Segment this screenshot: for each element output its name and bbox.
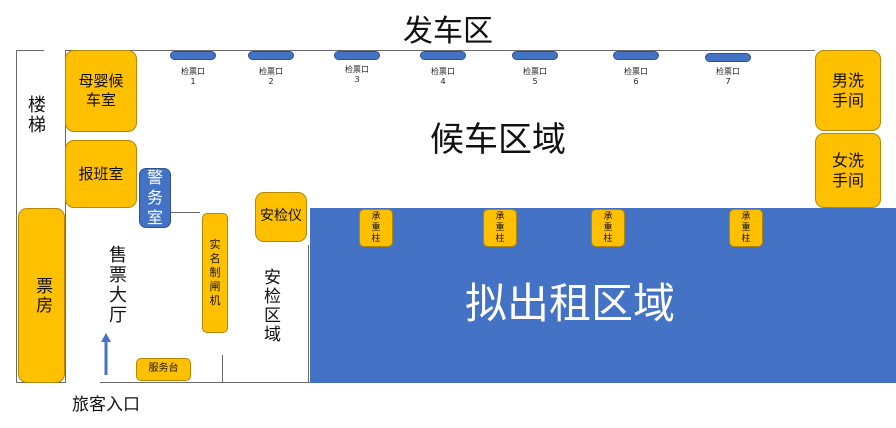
mens-restroom: 男洗手间 [815,50,881,131]
hall-divider [222,355,223,382]
pillar-3-label: 承重柱 [603,211,613,244]
ticket-gate-3 [334,51,380,60]
dispatch-room: 报班室 [65,140,137,208]
ticket-gate-5 [512,51,558,60]
pillar-3: 承重柱 [591,209,625,247]
departure-area-title: 发车区 [403,14,493,49]
womens-restroom: 女洗手间 [815,133,881,208]
security-scanner-label: 安检仪 [260,208,302,225]
ticket-gate-4 [420,51,466,60]
ticket-gate-1 [170,51,216,60]
entrance-arrow-icon [101,333,111,375]
mother-baby-room: 母婴候车室 [65,50,137,132]
ticket-gate-7 [705,53,751,62]
ticket-gate-2 [248,51,294,60]
mens-restroom-label: 男洗手间 [831,70,864,110]
partition-line [170,212,200,213]
pillar-1-label: 承重柱 [371,211,381,244]
police-room: 警务室 [139,168,171,228]
stairs-label: 楼梯 [25,95,46,135]
pillar-1: 承重柱 [359,209,393,247]
left-wall [16,50,17,382]
pillar-4-label: 承重柱 [741,211,751,244]
service-desk-label: 服务台 [148,363,179,375]
real-name-gate: 实名制闸机 [202,213,228,333]
passenger-entrance-label: 旅客入口 [72,395,140,415]
top-wall [65,50,815,51]
bottom-wall-right [100,382,310,383]
service-desk: 服务台 [136,358,191,381]
inner-left-wall [65,50,66,382]
ticket-office: 票房 [18,208,65,383]
real-name-gate-label: 实名制闸机 [209,238,221,307]
ticket-hall-label: 售票大厅 [106,245,127,325]
police-room-label: 警务室 [146,168,163,227]
taxi-area-label: 拟出租区域 [464,279,675,328]
security-area-label: 安检区域 [260,268,280,344]
security-scanner: 安检仪 [255,192,307,242]
pillar-2: 承重柱 [483,209,517,247]
womens-restroom-label: 女洗手间 [831,150,864,190]
pillar-2-label: 承重柱 [495,211,505,244]
ticket-office-label: 票房 [32,276,53,315]
waiting-area-label: 候车区域 [430,120,566,160]
mother-baby-room-label: 母婴候车室 [78,72,124,109]
ticket-gate-6 [613,51,659,60]
dispatch-room-label: 报班室 [78,164,124,183]
top-left-wall [16,50,44,51]
pillar-4: 承重柱 [729,209,763,247]
security-divider [308,245,309,382]
